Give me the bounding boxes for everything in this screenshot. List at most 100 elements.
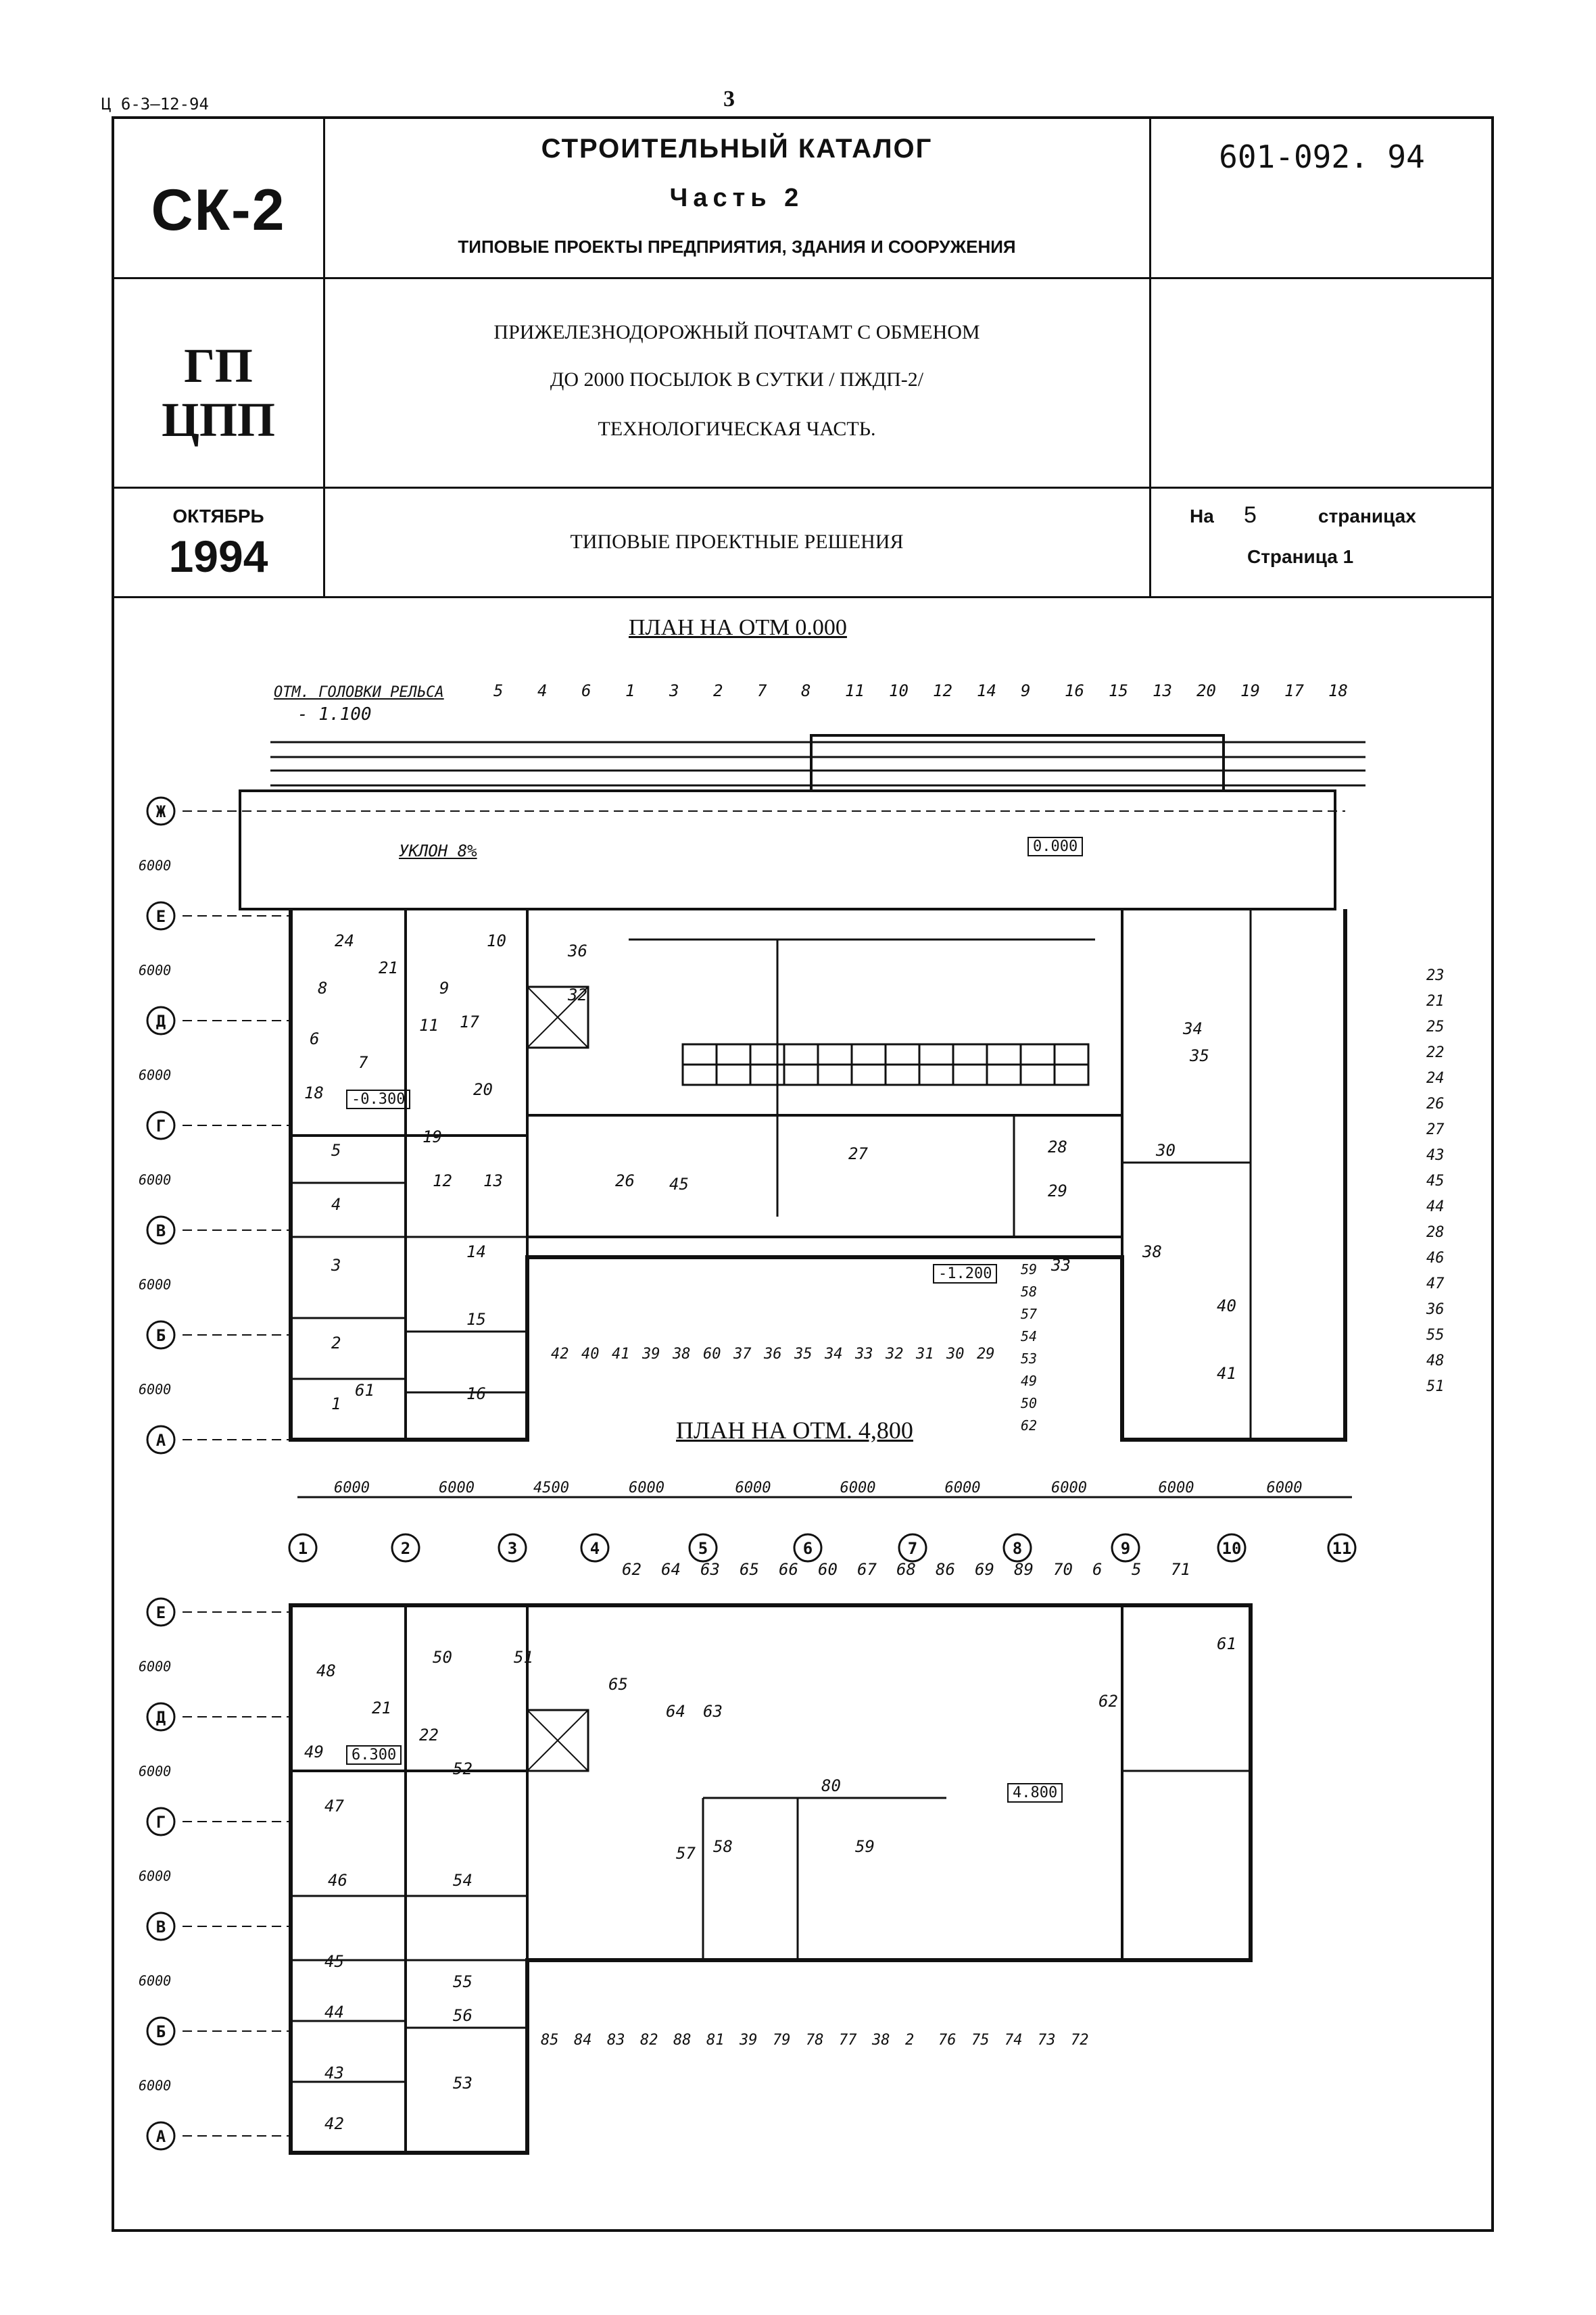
top-plan-room-4: 7 — [358, 1053, 368, 1072]
axis-row-top-6-circle — [146, 1425, 176, 1455]
top-plan-room-12: 19 — [422, 1127, 442, 1146]
bottom-plan-room-16: 56 — [453, 2006, 473, 2025]
top-plan-top-callout-4: 3 — [669, 681, 679, 700]
axis-row-top-4-label: В — [156, 1221, 166, 1240]
top-plan-right-callout-5: 26 — [1426, 1096, 1445, 1113]
top-plan-bottom-callout-3: 39 — [642, 1346, 660, 1363]
axis-col-1-label: 2 — [401, 1539, 410, 1558]
row-spacing-bottom-2: 6000 — [139, 1868, 171, 1884]
slope-note: УКЛОН 8% — [399, 842, 477, 860]
top-plan-top-callout-13: 16 — [1065, 681, 1084, 700]
top-plan-bottom-callout-6: 37 — [733, 1346, 752, 1363]
org-line-2: ЦПП — [161, 393, 275, 447]
bottom-plan-top-callout-2: 63 — [700, 1560, 720, 1579]
axis-col-0-label: 1 — [298, 1539, 308, 1558]
top-plan-room-28: 30 — [1155, 1141, 1176, 1160]
top-plan-bottom-callout-14: 29 — [977, 1346, 995, 1363]
axis-row-top-5-label: Б — [156, 1326, 166, 1345]
bottom-plan-room-22: 59 — [855, 1837, 875, 1856]
top-plan-right-callout-0: 23 — [1426, 967, 1445, 984]
col-spacing-5: 6000 — [840, 1480, 876, 1496]
level-mark-48: 4.800 — [1007, 1783, 1063, 1803]
bottom-plan-top-callout-3: 65 — [740, 1560, 759, 1579]
col-spacing-9: 6000 — [1267, 1480, 1303, 1496]
level-mark-minus03: -0.300 — [346, 1090, 411, 1109]
doc-type: ТИПОВЫЕ ПРОЕКТНЫЕ РЕШЕНИЯ — [570, 531, 904, 553]
row-spacing-top-5: 6000 — [139, 1382, 171, 1398]
level-mark-0: 0.000 — [1027, 837, 1084, 856]
top-plan-room-22: 36 — [567, 942, 587, 960]
axis-row-top-6-label: А — [156, 1431, 166, 1450]
level-mark-63: 6.300 — [346, 1745, 402, 1765]
top-plan-bottom-callout-10: 33 — [854, 1346, 873, 1363]
bottom-plan-top-callout-1: 64 — [661, 1560, 681, 1579]
bottom-plan-room-23: 61 — [1217, 1634, 1236, 1653]
date-month: ОКТЯБРЬ — [172, 506, 264, 527]
bottom-plan-bottom-callout-3: 82 — [640, 2032, 658, 2049]
col-spacing-0: 6000 — [334, 1480, 370, 1496]
top-plan-room-0: 24 — [335, 931, 354, 950]
top-plan-room-17: 16 — [466, 1384, 486, 1403]
top-plan-bottom-callout-4: 38 — [672, 1346, 691, 1363]
axis-col-9-label: 10 — [1222, 1539, 1242, 1558]
axis-row-top-3-circle — [146, 1111, 176, 1140]
axis-col-3-label: 4 — [590, 1539, 600, 1558]
axis-row-bottom-0-circle — [146, 1597, 176, 1627]
bottom-plan-bottom-callout-7: 79 — [773, 2032, 791, 2049]
col-spacing-8: 6000 — [1159, 1480, 1194, 1496]
header-col-divider-2 — [1149, 116, 1151, 598]
axis-col-10-circle — [1327, 1533, 1357, 1563]
bottom-plan-bottom-callout-2: 83 — [607, 2032, 625, 2049]
conveyor-bank — [629, 938, 1095, 1217]
top-plan-right-callout-16: 51 — [1426, 1378, 1445, 1395]
top-plan-room-1: 8 — [318, 979, 327, 998]
top-plan-top-callout-8: 11 — [845, 681, 865, 700]
top-plan-room-31: 38 — [1142, 1242, 1162, 1261]
project-number: 601-092. 94 — [1219, 139, 1425, 175]
top-plan-room-30: 34 — [1182, 1019, 1203, 1038]
row-spacing-top-4: 6000 — [139, 1277, 171, 1293]
bottom-plan-bottom-callout-5: 81 — [706, 2032, 725, 2049]
row-spacing-bottom-3: 6000 — [139, 1973, 171, 1989]
pages-count: 5 — [1244, 502, 1257, 528]
top-plan-right-callout-8: 45 — [1426, 1173, 1445, 1190]
top-plan-room-18: 21 — [379, 958, 398, 977]
axis-row-top-1-circle — [146, 901, 176, 931]
top-plan-top-callout-6: 7 — [757, 681, 767, 700]
bottom-plan-room-14: 54 — [453, 1871, 473, 1890]
bottom-plan-top-callout-9: 69 — [975, 1560, 994, 1579]
rail-tracks — [270, 734, 1365, 792]
axis-col-5-circle — [793, 1533, 823, 1563]
top-plan-room-24: 35 — [1189, 1046, 1209, 1065]
axis-row-bottom-3-circle — [146, 1911, 176, 1941]
bottom-plan-bottom-callout-15: 73 — [1038, 2032, 1056, 2049]
axis-col-4-label: 5 — [698, 1539, 708, 1558]
top-plan-room-10: 2 — [331, 1334, 341, 1353]
top-plan-top-callout-15: 13 — [1153, 681, 1172, 700]
axis-row-bottom-3-label: В — [156, 1918, 166, 1936]
axis-row-top-0-circle — [146, 796, 176, 826]
top-plan-room-35: 45 — [669, 1175, 689, 1194]
row-spacing-top-2: 6000 — [139, 1067, 171, 1083]
bottom-plan-room-3: 51 — [514, 1648, 533, 1667]
bottom-plan-top-callout-8: 86 — [936, 1560, 955, 1579]
axis-row-top-5-circle — [146, 1320, 176, 1350]
bottom-plan-top-callout-14: 71 — [1171, 1560, 1190, 1579]
col-spacing-2: 4500 — [533, 1480, 569, 1496]
platform-outline — [239, 789, 1336, 910]
top-plan-room-9: 3 — [331, 1256, 341, 1275]
top-plan-bottom-callout-1: 40 — [581, 1346, 600, 1363]
top-plan-bottom-callout-8: 35 — [794, 1346, 813, 1363]
top-plan-room-5: 18 — [304, 1083, 324, 1102]
top-plan-room-25: 27 — [848, 1144, 868, 1163]
top-plan-room-23: 32 — [567, 985, 587, 1004]
header-divider-2 — [112, 487, 1494, 489]
bottom-plan-bottom-callout-1: 84 — [574, 2032, 592, 2049]
bottom-plan-room-2: 50 — [433, 1648, 452, 1667]
bottom-plan-room-5: 49 — [304, 1743, 324, 1761]
top-plan-top-callout-14: 15 — [1109, 681, 1128, 700]
axis-col-3-circle — [580, 1533, 610, 1563]
top-plan-room-8: 4 — [331, 1195, 341, 1214]
plan-bottom-title: ПЛАН НА ОТМ. 4,800 — [676, 1417, 913, 1444]
